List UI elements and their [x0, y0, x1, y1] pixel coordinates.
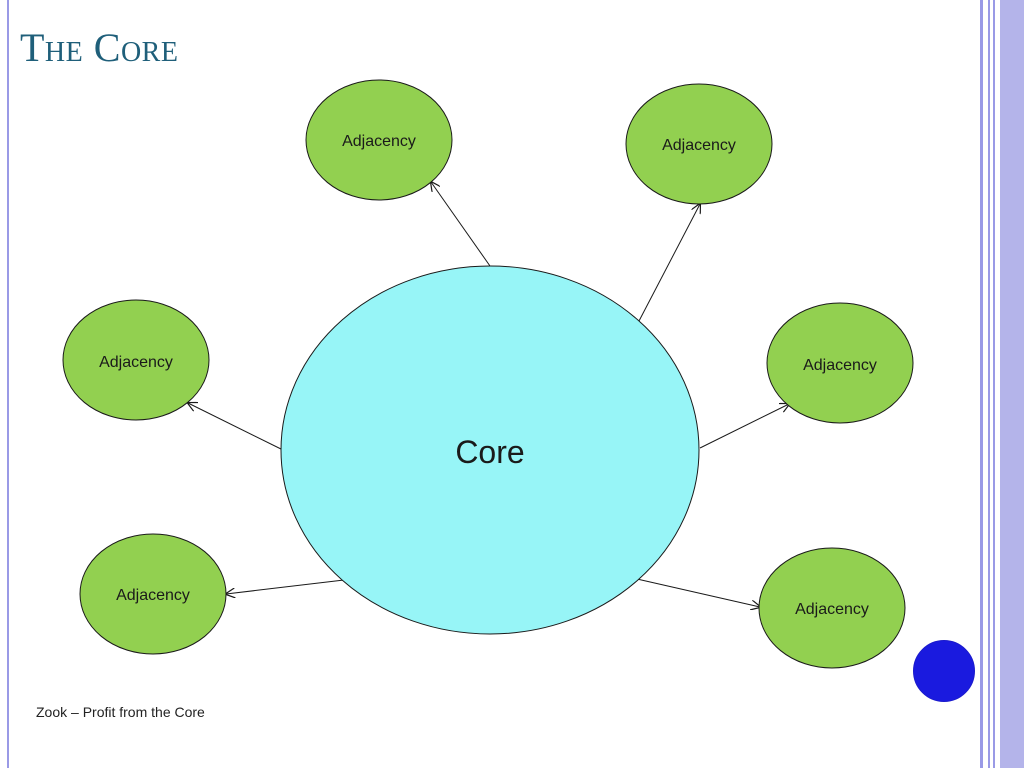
slide-title: The Core: [20, 25, 179, 70]
arrow-to-adjacency-1: [431, 182, 491, 267]
border-stripe: [1000, 0, 1024, 768]
adjacency-label: Adjacency: [342, 133, 416, 150]
adjacency-node-top-left: Adjacency: [305, 79, 453, 201]
core-node: Core: [280, 265, 700, 635]
adjacency-label: Adjacency: [99, 354, 173, 371]
adjacency-label: Adjacency: [803, 357, 877, 374]
adjacency-label: Adjacency: [662, 137, 736, 154]
blue-circle-icon: [913, 640, 975, 702]
arrow-to-adjacency-3: [188, 403, 284, 451]
arrow-to-adjacency-4: [699, 404, 789, 449]
adjacency-node-mid-right: Adjacency: [766, 302, 914, 424]
left-border-rule: [7, 0, 9, 768]
border-stripe: [993, 0, 995, 768]
arrow-to-adjacency-2: [638, 204, 700, 322]
right-border-stripes: [980, 0, 1024, 768]
adjacency-label: Adjacency: [795, 601, 869, 618]
adjacency-node-bottom-right: Adjacency: [758, 547, 906, 669]
core-label: Core: [455, 434, 524, 470]
adjacency-label: Adjacency: [116, 587, 190, 604]
adjacency-node-bottom-left: Adjacency: [79, 533, 227, 655]
arrow-to-adjacency-6: [636, 578, 760, 607]
slide-footer-citation: Zook – Profit from the Core: [36, 704, 205, 720]
border-stripe: [980, 0, 983, 768]
adjacency-node-top-right: Adjacency: [625, 83, 773, 205]
border-stripe: [988, 0, 990, 768]
arrow-to-adjacency-5: [226, 579, 345, 594]
adjacency-node-mid-left: Adjacency: [62, 299, 210, 421]
